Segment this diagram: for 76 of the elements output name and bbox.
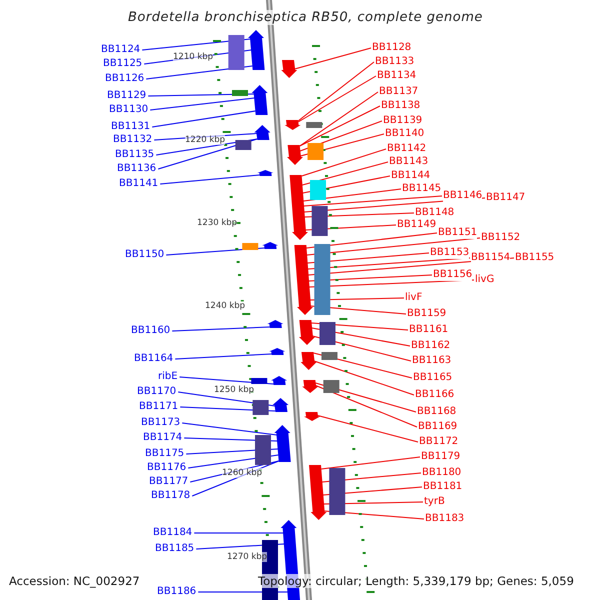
leader-line xyxy=(317,415,418,442)
gene-label: tyrB xyxy=(424,496,445,508)
scale-tick-label: 1220 kbp xyxy=(185,135,226,145)
leader-line xyxy=(302,188,402,202)
gene-label: BB1153 xyxy=(430,247,470,259)
scale-tick-label: 1250 kbp xyxy=(214,385,254,395)
leader-line xyxy=(298,62,374,122)
gene-label: BB1154 xyxy=(471,252,510,264)
gene-feature xyxy=(257,170,274,176)
leader-line xyxy=(158,138,258,170)
gene-label: BB1151 xyxy=(438,227,478,239)
accession-note: Accession: NC_002927 xyxy=(9,574,140,588)
leader-line xyxy=(303,196,442,206)
leader-line xyxy=(154,133,258,140)
map-title: Bordetella bronchiseptica RB50, complete genome xyxy=(128,10,483,25)
gene-feature xyxy=(304,412,320,421)
leader-line xyxy=(294,48,372,70)
gene-feature xyxy=(287,145,303,165)
leader-line xyxy=(315,385,418,428)
gene-feature xyxy=(281,60,298,78)
gene-feature xyxy=(284,120,301,130)
leader-line xyxy=(194,532,284,534)
gene-feature xyxy=(254,125,270,140)
scale-tick-label: 1260 kbp xyxy=(222,468,262,478)
gene-feature xyxy=(274,425,291,462)
leader-line xyxy=(174,354,272,360)
scale-tick-label: 1230 kbp xyxy=(197,218,238,228)
leader-line xyxy=(152,110,256,128)
leader-line xyxy=(166,248,266,256)
gene-feature xyxy=(299,320,315,345)
leader-line xyxy=(150,98,256,110)
leader-line xyxy=(314,360,414,396)
leader-line xyxy=(302,176,390,194)
gene-feature xyxy=(272,398,289,412)
leader-line xyxy=(182,422,278,436)
leader-line xyxy=(300,134,384,156)
gene-label: BB1156 xyxy=(433,269,472,281)
leader-line xyxy=(301,148,386,176)
gene-feature xyxy=(262,242,278,249)
leader-line xyxy=(298,76,376,122)
leader-line xyxy=(156,138,258,156)
leader-line xyxy=(302,162,388,186)
scale-tick-label: 1270 kbp xyxy=(227,552,268,562)
leader-line xyxy=(179,376,274,384)
gene-label: BB1146 xyxy=(443,190,482,202)
leader-line xyxy=(299,106,380,146)
gene-feature xyxy=(309,465,327,520)
leader-line xyxy=(172,326,270,332)
gene-feature xyxy=(300,352,317,370)
leader-line xyxy=(320,456,420,470)
leader-line xyxy=(190,460,280,482)
leader-line xyxy=(306,232,438,248)
gene-feature xyxy=(269,348,286,355)
leader-line xyxy=(313,352,412,378)
leader-line xyxy=(300,120,382,152)
leader-line xyxy=(178,392,276,406)
genome-info-note: Topology: circular; Length: 5,339,179 bp; Genes: 5,059 xyxy=(258,574,574,588)
leader-line xyxy=(148,94,255,96)
leader-line xyxy=(312,336,412,362)
gene-feature xyxy=(290,175,308,240)
gene-feature xyxy=(267,320,284,328)
scale-tick-label: 1210 kbp xyxy=(173,52,214,62)
gene-feature xyxy=(248,30,265,70)
leader-line xyxy=(180,406,276,412)
gene-feature xyxy=(252,85,268,115)
leader-line xyxy=(160,174,260,184)
scale-tick-label: 1240 kbp xyxy=(205,301,246,311)
leader-line xyxy=(192,460,280,496)
gene-feature xyxy=(271,376,288,385)
leader-line xyxy=(311,328,410,346)
gene-feature xyxy=(302,380,318,393)
leader-line xyxy=(306,238,480,256)
leader-line xyxy=(315,382,416,412)
leader-line xyxy=(299,92,378,146)
gene-feature xyxy=(294,245,313,315)
leader-line xyxy=(311,322,408,330)
